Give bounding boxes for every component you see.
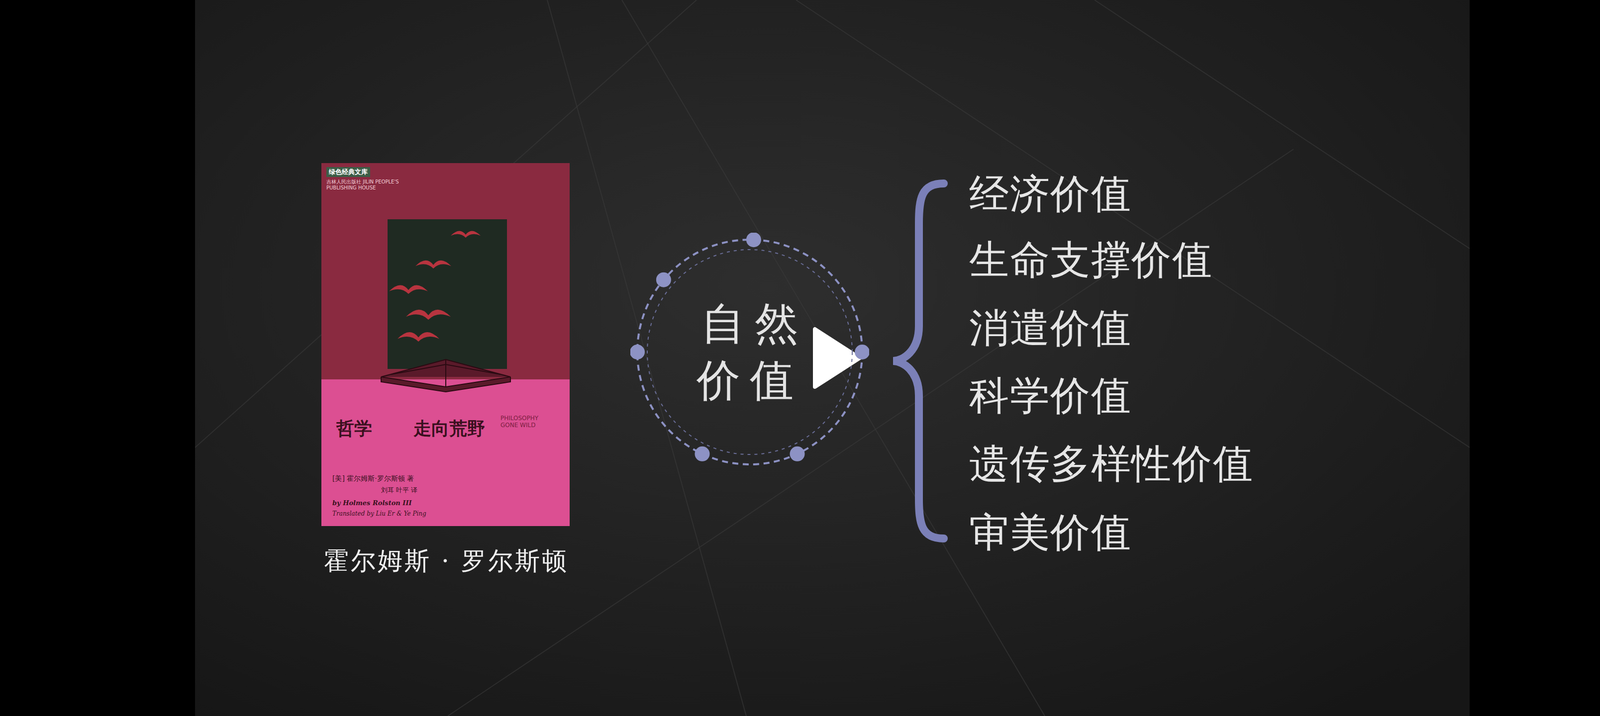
value-item: 科学价值: [969, 374, 1132, 418]
value-item: 审美价值: [969, 510, 1132, 555]
author-english: by Holmes Rolston III: [332, 499, 412, 508]
ring-dot: [854, 344, 870, 360]
cover-bottom: [321, 379, 570, 527]
ring-dot: [746, 232, 762, 248]
dashed-ring: [637, 239, 863, 465]
ring-dot: [656, 272, 672, 288]
slide-ground: [195, 0, 1470, 716]
series-badge: 绿色经典文库: [326, 167, 371, 178]
value-item: 遗传多样性价值: [969, 442, 1254, 487]
bird-figure: [389, 285, 428, 295]
bird-figure: [415, 260, 452, 269]
background-streak: [195, 0, 697, 448]
circle-outline: [630, 232, 870, 472]
bird-figure: [450, 230, 481, 238]
background-streak: [1094, 0, 1470, 249]
cover-panel: [387, 219, 507, 370]
background-streak: [447, 149, 1294, 716]
author-caption: 霍尔姆斯 · 罗尔斯顿: [323, 547, 569, 576]
book-cover: 绿色经典文库吉林人民出版社 JILIN PEOPLE'S PUBLISHING …: [321, 163, 570, 527]
open-book-figure: [381, 359, 511, 393]
cover-art: [321, 163, 570, 527]
bird-figure: [405, 309, 451, 320]
book-subtitle: PHILOSOPHY GONE WILD: [500, 414, 556, 430]
value-item: 生命支撑价值: [969, 238, 1213, 283]
concept-title: 自然 价值: [684, 295, 816, 410]
ring-dot: [790, 446, 805, 462]
background-streak: [796, 0, 1470, 448]
value-item: 经济价值: [969, 172, 1132, 216]
play-button: [814, 329, 860, 388]
dashed-ring: [647, 249, 853, 455]
author-line: [美] 霍尔姆斯·罗尔斯顿 著: [332, 474, 414, 484]
cover-top: [321, 163, 570, 380]
curly-brace: [893, 183, 944, 539]
ring-dot: [694, 446, 710, 462]
ring-dot: [630, 344, 645, 360]
concept-circle: 自然 价值: [630, 232, 870, 472]
publisher-text: 吉林人民出版社 JILIN PEOPLE'S PUBLISHING HOUSE: [326, 179, 401, 192]
translator-line: 刘耳 叶平 译: [381, 486, 418, 495]
book-title: 哲学 走向荒野: [336, 417, 486, 440]
value-item: 消遣价值: [969, 306, 1132, 351]
bird-figure: [397, 332, 440, 342]
translator-english: Translated by Liu Er & Ye Ping: [332, 510, 427, 518]
